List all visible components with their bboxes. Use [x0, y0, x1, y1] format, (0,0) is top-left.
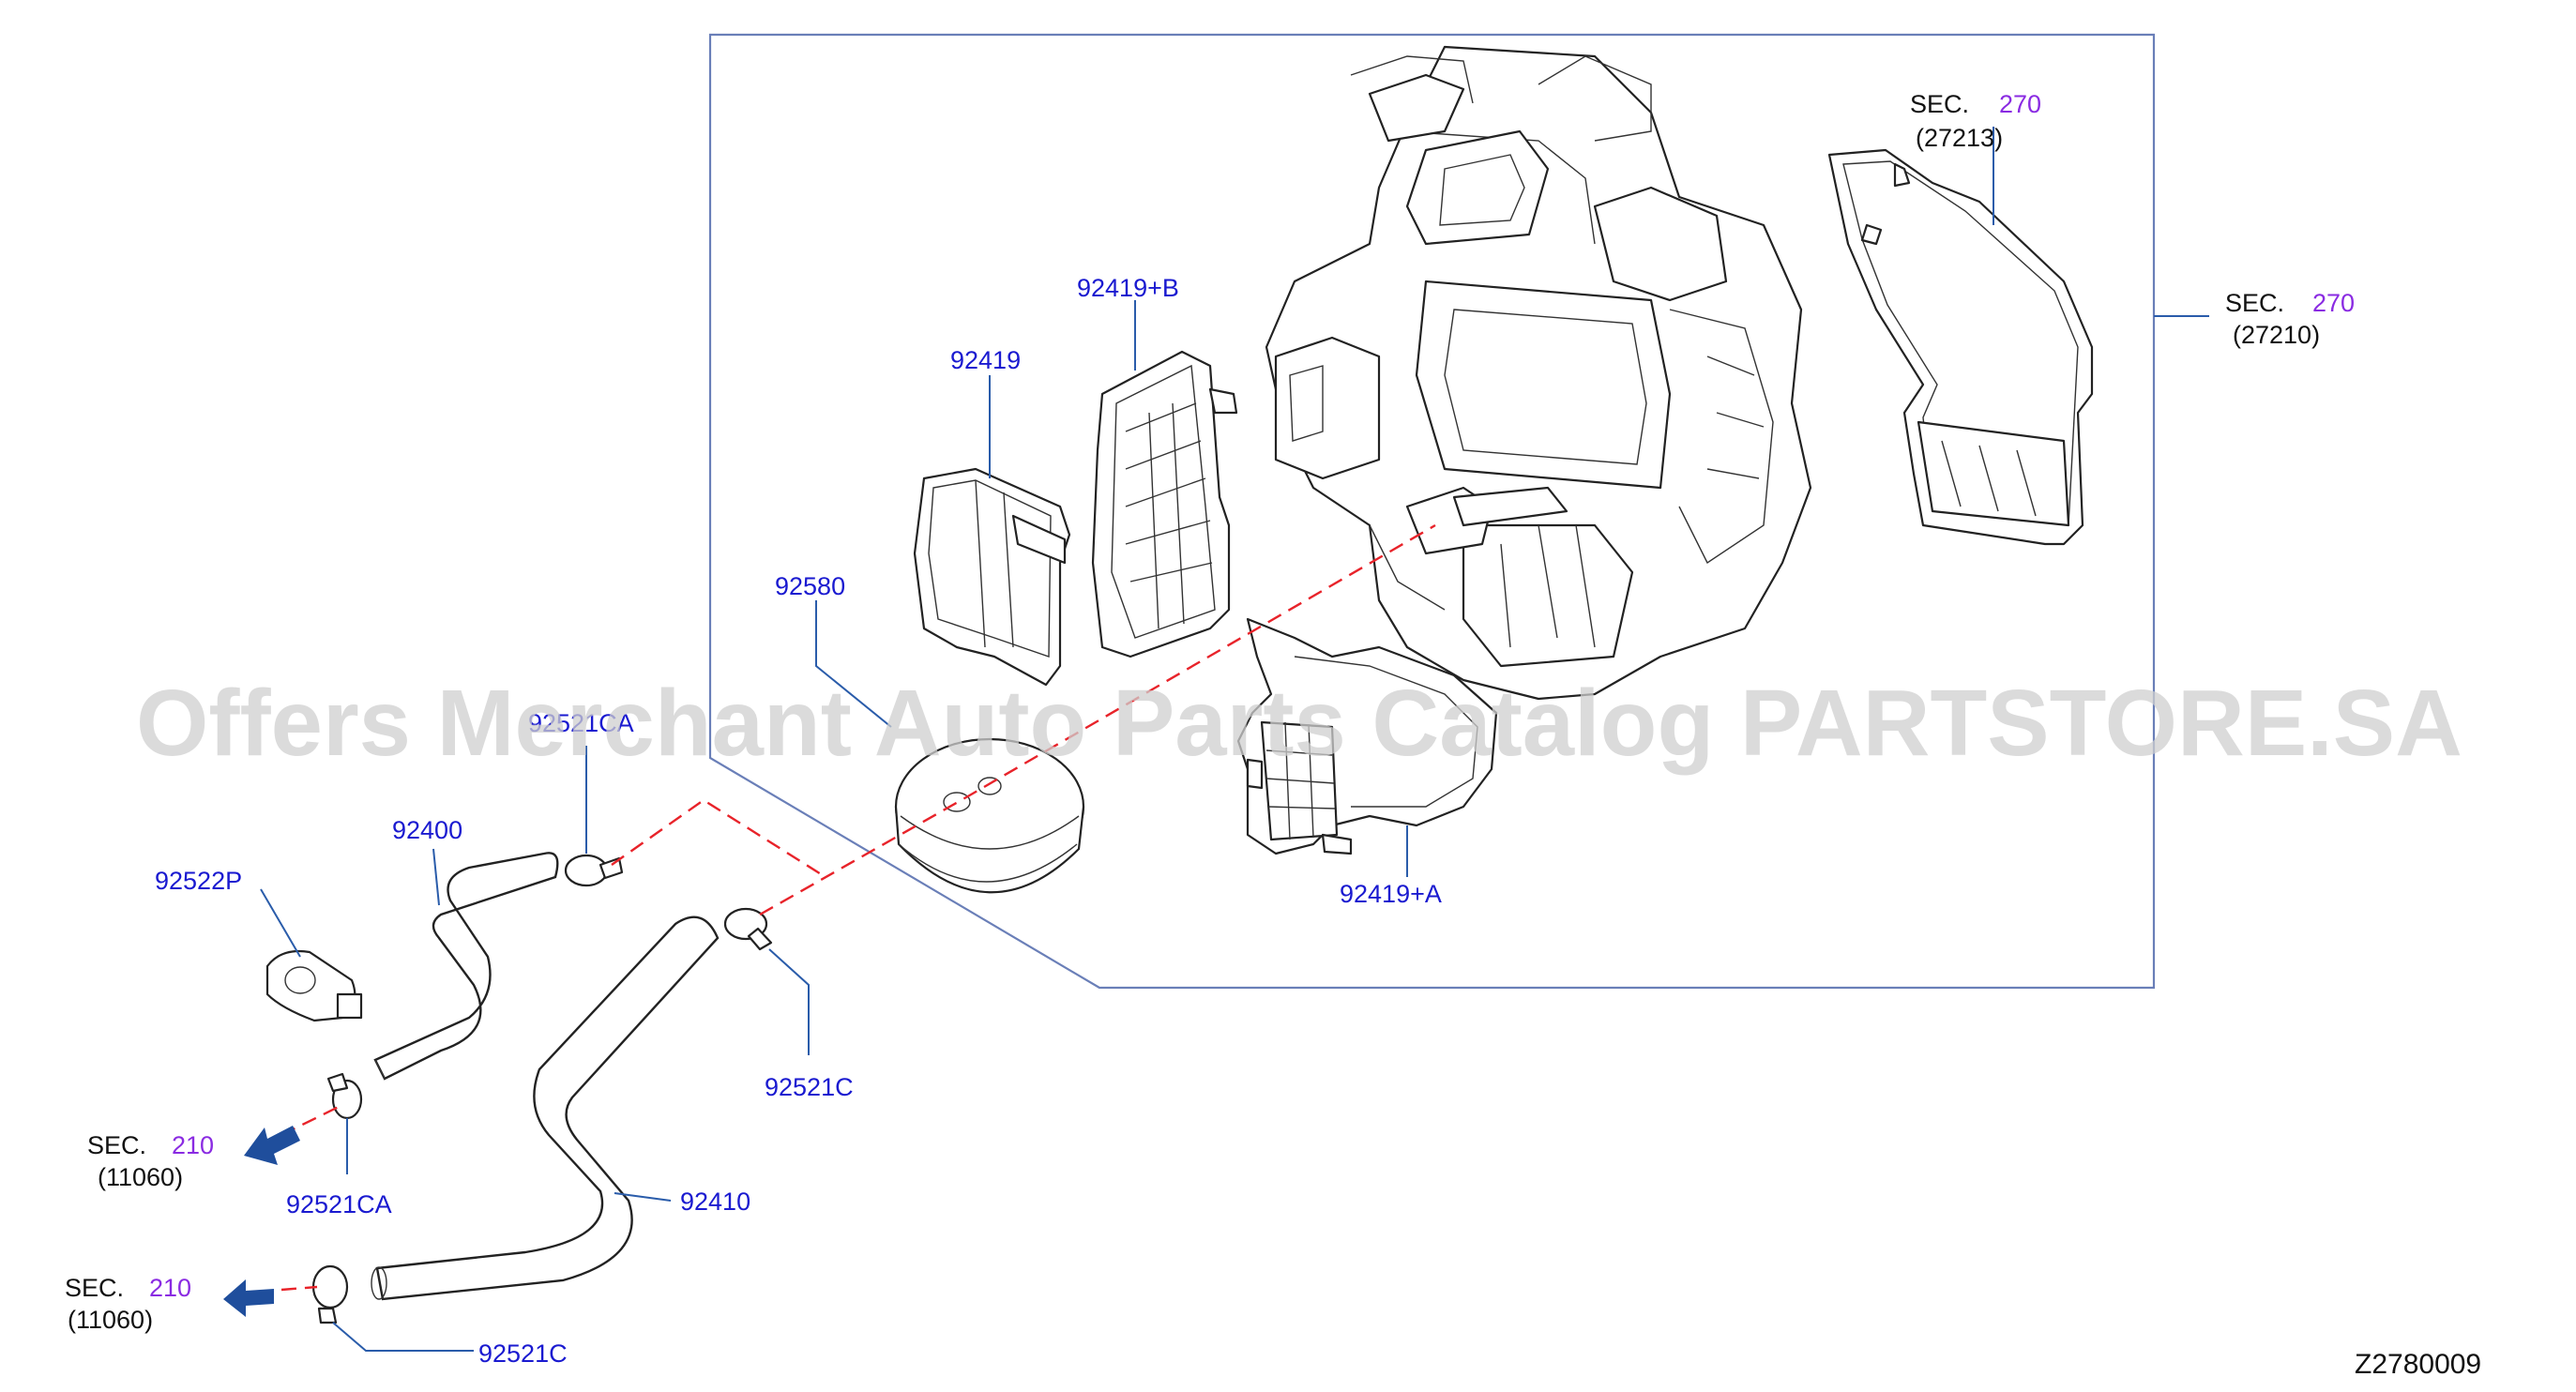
svg-text:270: 270	[2312, 289, 2355, 317]
svg-text:210: 210	[172, 1131, 214, 1159]
centerline-lower-b	[280, 1285, 318, 1292]
label-92419b: 92419+B	[1077, 274, 1179, 302]
clamp-92521ca-top	[564, 854, 624, 887]
section-ref-27213: SEC. 270 (27213)	[1910, 90, 2041, 152]
section-ref-210-a: SEC. 210 (11060)	[87, 1131, 214, 1191]
grommet-92522p-shape	[265, 949, 363, 1022]
arrow-left-icon	[223, 1279, 274, 1317]
svg-text:(27213): (27213)	[1916, 124, 2003, 152]
svg-text:210: 210	[149, 1274, 191, 1302]
clamp-92521c-mid	[723, 907, 773, 951]
label-92521c-bot: 92521C	[478, 1339, 568, 1368]
leader-lines	[260, 127, 2209, 1352]
svg-text:270: 270	[1999, 90, 2041, 118]
svg-text:SEC.: SEC.	[2225, 289, 2284, 317]
duct-27213	[1827, 148, 2094, 546]
part-92419-shape	[913, 467, 1071, 687]
label-92400: 92400	[392, 816, 462, 844]
centerline-upper	[611, 798, 826, 879]
assembly-frame	[708, 33, 2156, 990]
svg-text:SEC.: SEC.	[65, 1274, 124, 1302]
svg-text:(27210): (27210)	[2233, 321, 2320, 349]
part-92419a-shape	[1236, 617, 1498, 855]
arrow-left-icon	[244, 1126, 300, 1165]
hose-92410-shape	[371, 915, 720, 1301]
label-92419a: 92419+A	[1340, 880, 1442, 908]
svg-text:SEC.: SEC.	[1910, 90, 1969, 118]
label-92522p: 92522P	[155, 867, 242, 895]
diagram-id: Z2780009	[2355, 1349, 2481, 1380]
label-92419: 92419	[950, 346, 1021, 374]
hose-92400-shape	[373, 852, 559, 1081]
label-92410: 92410	[680, 1188, 750, 1216]
clamp-92521c-bot	[311, 1264, 349, 1324]
svg-text:(11060): (11060)	[98, 1163, 183, 1191]
svg-text:SEC.: SEC.	[87, 1131, 146, 1159]
centerline-mid	[759, 523, 1436, 916]
heater-unit-housing	[1265, 45, 1812, 701]
part-92580-shape	[894, 737, 1085, 894]
section-ref-210-b: SEC. 210 (11060)	[65, 1274, 191, 1334]
part-92419b-shape	[1091, 350, 1238, 658]
clamp-92521ca-bot	[326, 1072, 363, 1120]
watermark-text: Offers Merchant Auto Parts Catalog PARTS…	[136, 671, 2462, 776]
section-ref-27210: SEC. 270 (27210)	[2225, 289, 2355, 349]
label-92521c-mid: 92521C	[765, 1073, 854, 1101]
svg-text:(11060): (11060)	[68, 1306, 153, 1334]
label-92580: 92580	[775, 572, 845, 600]
label-92521ca-bot: 92521CA	[286, 1190, 392, 1218]
label-92521ca-top: 92521CA	[528, 709, 634, 737]
